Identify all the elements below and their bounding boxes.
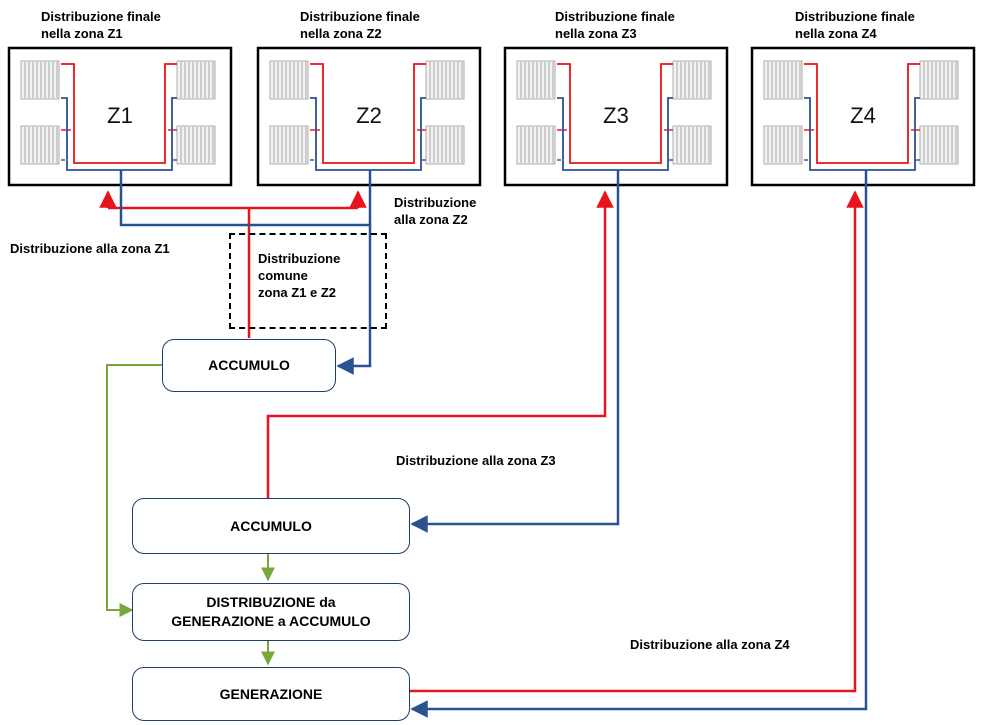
zone-frame-z4 [750, 46, 976, 187]
zone-frame-z2 [256, 46, 482, 187]
label-common-line2: comune [258, 268, 308, 283]
zone-frame-z3 [503, 46, 729, 187]
zone-title-z1: Distribuzione finale nella zona Z1 [41, 8, 161, 42]
zone-title-z2-line2: nella zona Z2 [300, 26, 382, 41]
feed-line-top-accumulo [106, 364, 162, 617]
zone-title-z1-line2: nella zona Z1 [41, 26, 123, 41]
distribuzione-line1: DISTRIBUZIONE da [206, 594, 336, 610]
zone-title-z4-line2: nella zona Z4 [795, 26, 877, 41]
zone-label-z3: Z3 [603, 103, 629, 128]
return-pipe-z1-z2 [119, 170, 372, 375]
accumulo-mid-label: ACCUMULO [230, 517, 312, 534]
return-pipe-z3 [410, 170, 620, 533]
supply-pipe-z4 [408, 190, 864, 693]
zone-frame-z1 [7, 46, 233, 187]
common-distribution-box [229, 233, 387, 329]
zone-title-z4-line1: Distribuzione finale [795, 9, 915, 24]
label-common-distribution: Distribuzione comune zona Z1 e Z2 [258, 250, 340, 301]
accumulo-top-label: ACCUMULO [208, 357, 290, 373]
label-dist-z1: Distribuzione alla zona Z1 [10, 241, 170, 256]
zone-title-z2: Distribuzione finale nella zona Z2 [300, 8, 420, 42]
return-pipe-z4 [410, 170, 868, 718]
generazione-label: GENERAZIONE [219, 685, 323, 702]
label-dist-z2: Distribuzione alla zona Z2 [394, 194, 476, 228]
zone-label-z1: Z1 [107, 103, 133, 128]
distribuzione-line2: GENERAZIONE a ACCUMULO [171, 613, 371, 629]
accumulo-mid-node[interactable]: ACCUMULO [132, 498, 410, 554]
accumulo-top-node[interactable]: ACCUMULO [162, 339, 336, 392]
label-common-line1: Distribuzione [258, 251, 341, 266]
zone-label-z4: Z4 [850, 103, 876, 128]
zone-title-z3-line2: nella zona Z3 [555, 26, 637, 41]
distribuzione-node[interactable]: DISTRIBUZIONE da GENERAZIONE a ACCUMULO [132, 583, 410, 641]
supply-pipe-z3 [266, 190, 614, 498]
distribuzione-text: DISTRIBUZIONE da GENERAZIONE a ACCUMULO [171, 593, 370, 631]
generazione-node[interactable]: GENERAZIONE [132, 667, 410, 721]
label-dist-z2-line1: Distribuzione [394, 195, 477, 210]
zone-title-z3: Distribuzione finale nella zona Z3 [555, 8, 675, 42]
zone-title-z3-line1: Distribuzione finale [555, 9, 675, 24]
zone-label-z2: Z2 [356, 103, 382, 128]
label-common-line3: zona Z1 e Z2 [258, 285, 337, 300]
zone-title-z2-line1: Distribuzione finale [300, 9, 420, 24]
label-dist-z4: Distribuzione alla zona Z4 [630, 637, 790, 652]
supply-pipe-z1-z2 [99, 190, 367, 338]
zone-title-z4: Distribuzione finale nella zona Z4 [795, 8, 915, 42]
label-dist-z2-line2: alla zona Z2 [394, 212, 468, 227]
label-dist-z3: Distribuzione alla zona Z3 [396, 453, 556, 468]
zone-title-z1-line1: Distribuzione finale [41, 9, 161, 24]
